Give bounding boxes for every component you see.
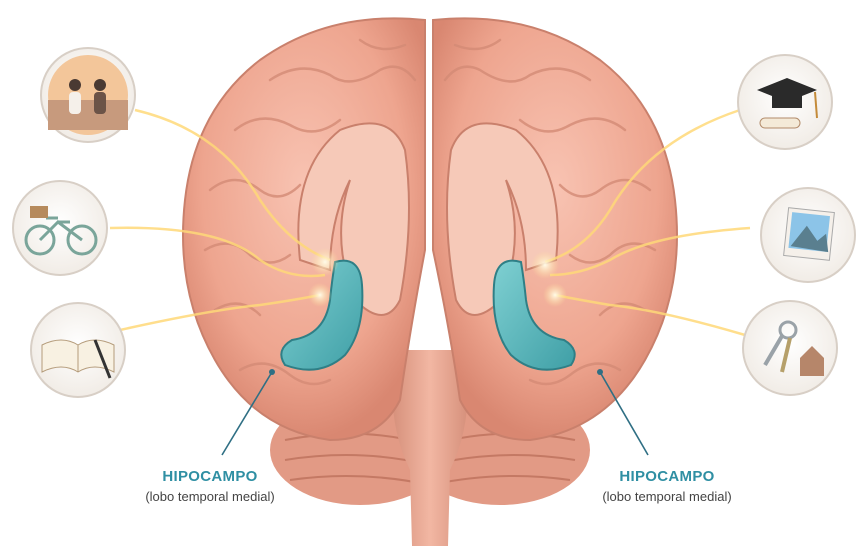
label-right-subtitle: (lobo temporal medial) bbox=[567, 489, 767, 504]
label-right-title: HIPOCAMPO bbox=[567, 468, 767, 485]
house-keys-icon bbox=[743, 301, 837, 395]
pointer-dot-left bbox=[269, 369, 275, 375]
graduation-cap-diploma-icon bbox=[738, 55, 832, 149]
label-right: HIPOCAMPO (lobo temporal medial) bbox=[567, 468, 767, 504]
glow-sparkle bbox=[308, 283, 332, 307]
bicycle-icon bbox=[13, 181, 107, 275]
book-pen-icon bbox=[31, 303, 125, 397]
label-left: HIPOCAMPO (lobo temporal medial) bbox=[110, 468, 310, 504]
pointer-dot-right bbox=[597, 369, 603, 375]
glow-sparkle bbox=[531, 251, 559, 279]
glow-sparkle bbox=[311, 248, 339, 276]
glow-sparkle bbox=[543, 283, 567, 307]
label-left-subtitle: (lobo temporal medial) bbox=[110, 489, 310, 504]
label-left-title: HIPOCAMPO bbox=[110, 468, 310, 485]
couple-sunset-icon bbox=[41, 48, 135, 142]
landscape-photo-icon bbox=[761, 188, 855, 282]
